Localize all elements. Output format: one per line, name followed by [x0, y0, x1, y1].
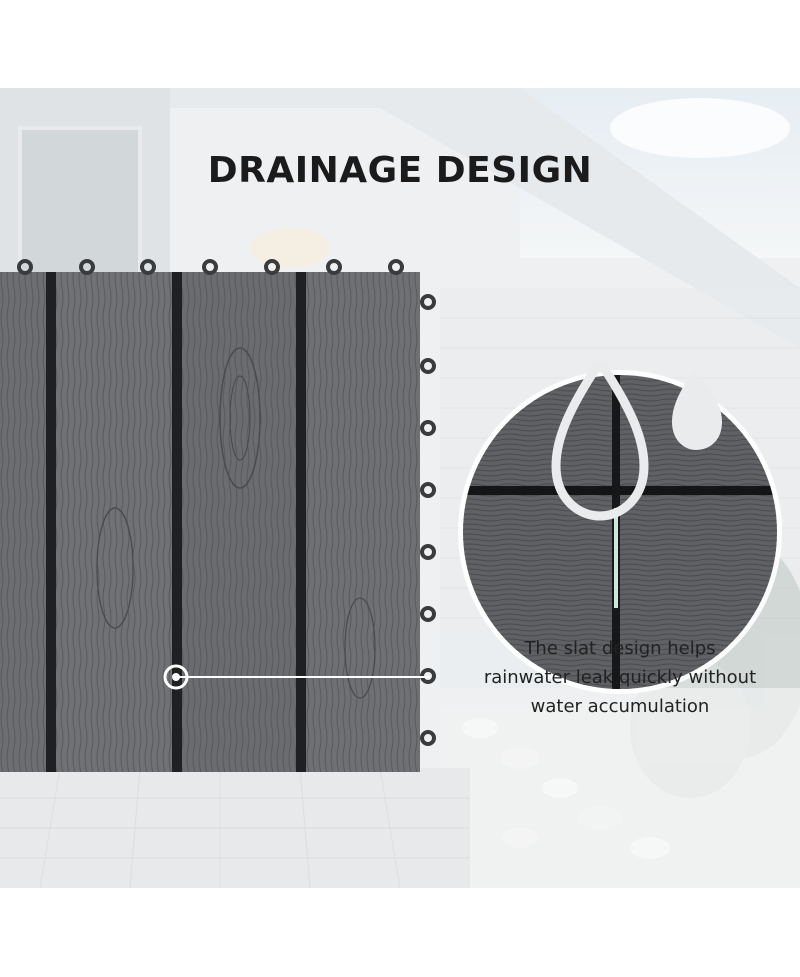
deck-floor — [0, 767, 470, 888]
scene-graphic — [0, 88, 800, 888]
water-drop-icon — [672, 370, 722, 450]
tile-clips-top — [17, 259, 404, 275]
caption-line: rainwater leak quickly without — [483, 667, 757, 688]
headline: DRAINAGE DESIGN — [207, 150, 593, 191]
water-drop-icon — [551, 363, 649, 521]
tile-clips-right — [420, 294, 436, 746]
callout-marker-icon — [163, 664, 189, 690]
deck-tile — [0, 259, 436, 772]
tile-boards — [0, 272, 420, 772]
cloud — [610, 98, 790, 158]
pebbles — [440, 688, 800, 888]
product-scene: DRAINAGE DESIGN — [0, 88, 800, 888]
caption: The slat design helps rainwater leak qui… — [470, 634, 770, 721]
window — [18, 126, 142, 280]
roof-eave — [170, 88, 800, 348]
zoom-detail — [458, 363, 782, 694]
drainage-gaps — [46, 272, 306, 772]
caption-line: The slat design helps — [524, 638, 716, 659]
porch-light — [250, 228, 330, 268]
caption-line: water accumulation — [530, 696, 710, 717]
